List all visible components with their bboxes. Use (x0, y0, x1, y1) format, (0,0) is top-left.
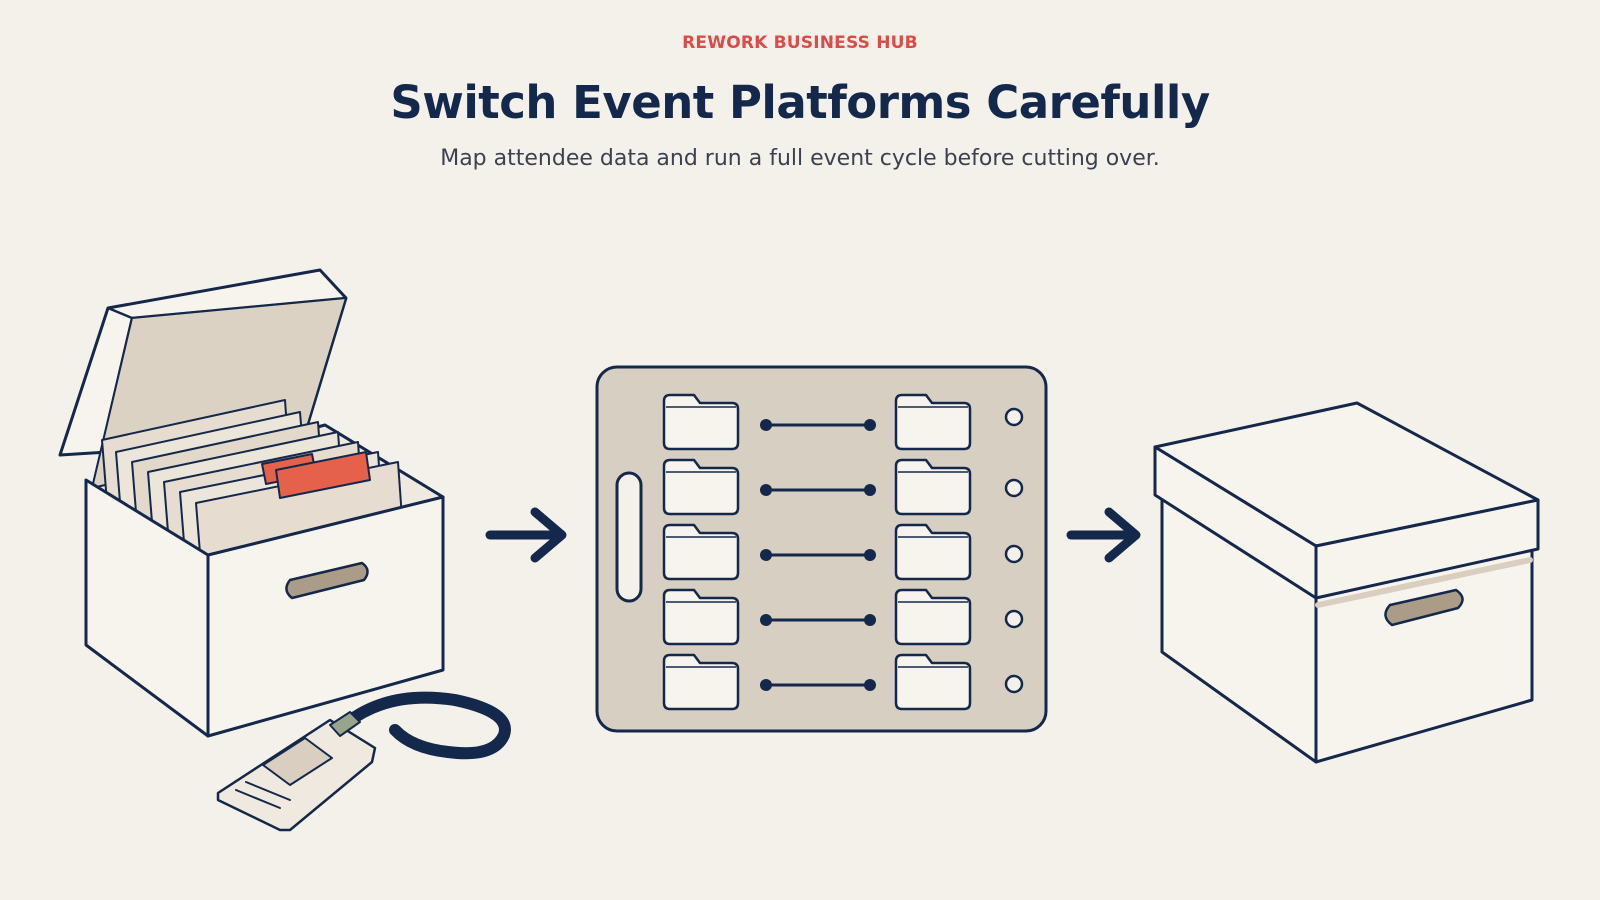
arrow-right-icon (485, 507, 567, 563)
attendee-badge-icon (216, 691, 511, 832)
mapping-row (662, 523, 1024, 581)
arrow-right-icon (1066, 507, 1141, 563)
mapping-row (662, 588, 1024, 646)
mapping-row (662, 653, 1024, 711)
page-title: Switch Event Platforms Carefully (390, 76, 1210, 129)
open-file-box-icon (58, 268, 445, 738)
page-subtitle: Map attendee data and run a full event c… (440, 146, 1160, 171)
mapping-board-icon (595, 365, 1048, 733)
closed-box-icon (1153, 401, 1540, 764)
mapping-row (662, 458, 1024, 516)
mapping-row (662, 393, 1024, 451)
brand-kicker: REWORK BUSINESS HUB (682, 33, 918, 53)
